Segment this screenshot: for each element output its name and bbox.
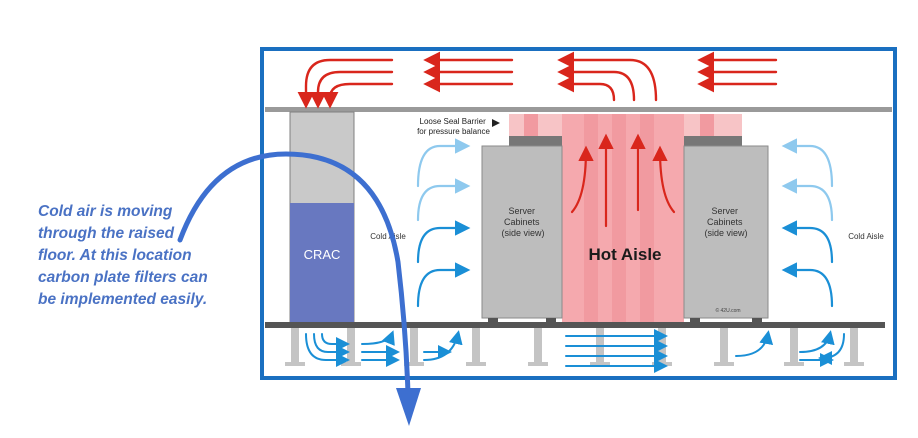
annotation-line: carbon plate filters can xyxy=(38,269,208,286)
hot-aisle-label: Hot Aisle xyxy=(588,245,661,264)
annotation-line: through the raised xyxy=(38,225,175,242)
raised-floor xyxy=(265,322,885,328)
cabinet-left-label: Server Cabinets (side view) xyxy=(501,206,544,238)
cold-aisle-right-label: Cold Aisle xyxy=(848,232,884,241)
crac-label: CRAC xyxy=(304,247,341,262)
annotation-line: Cold air is moving xyxy=(38,203,173,220)
pointer-arrow-head-icon xyxy=(396,388,421,426)
credit-label: © 42U.com xyxy=(715,307,740,314)
ceiling xyxy=(265,107,892,112)
barrier-pointer-icon xyxy=(492,119,500,127)
annotation-line: floor. At this location xyxy=(38,247,192,264)
hot-return-arrows xyxy=(297,51,778,109)
annotation-line: be implemented easily. xyxy=(38,291,208,308)
pointer-arrow xyxy=(177,151,411,397)
crac-unit xyxy=(290,203,354,324)
annotation-text: Cold air is moving through the raised fl… xyxy=(38,201,263,311)
barrier-label: Loose Seal Barrier for pressure balance xyxy=(417,117,490,136)
cabinet-right xyxy=(683,136,769,324)
cold-aisle-left-arrows xyxy=(416,138,471,308)
cold-aisle-right-arrows xyxy=(781,138,834,308)
cabinet-right-label: Server Cabinets (side view) xyxy=(704,206,747,238)
cold-aisle-left-label: Cold Aisle xyxy=(370,232,406,241)
cabinet-left xyxy=(481,136,563,324)
hot-aisle-arrows xyxy=(570,133,676,228)
underfloor-arrows xyxy=(305,329,845,373)
